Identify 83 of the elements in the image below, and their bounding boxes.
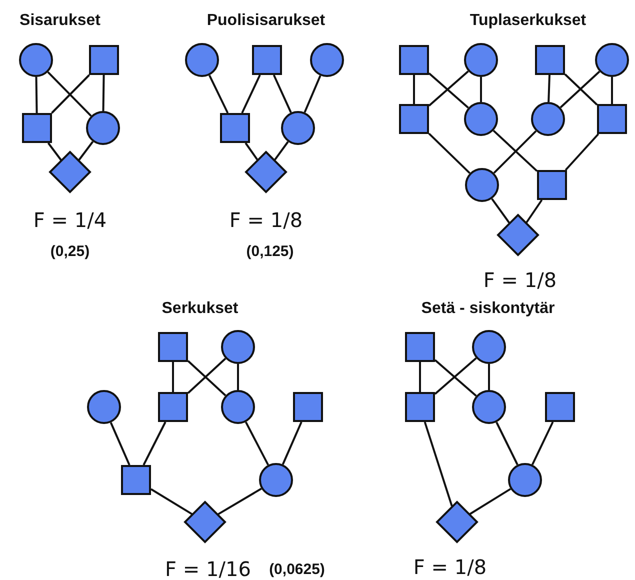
square-symbol bbox=[399, 104, 429, 134]
circle-symbol bbox=[310, 43, 344, 77]
pedigree-line bbox=[274, 141, 289, 160]
pedigree-line bbox=[526, 199, 543, 224]
pedigree-line bbox=[110, 422, 130, 466]
circle-symbol bbox=[281, 111, 315, 145]
square-symbol bbox=[293, 392, 323, 422]
diamond-symbol bbox=[497, 214, 539, 256]
pedigree-line bbox=[469, 488, 512, 515]
circle-symbol bbox=[464, 102, 498, 136]
pedigree-line bbox=[428, 132, 470, 174]
pedigree-line bbox=[237, 364, 239, 390]
pedigree-line bbox=[304, 75, 322, 113]
square-symbol bbox=[537, 170, 567, 200]
inbreeding-coefficient: F = 1/4 bbox=[33, 208, 107, 232]
decimal-value: (0,25) bbox=[50, 243, 90, 260]
panel-heading: Serkukset bbox=[162, 300, 238, 318]
circle-symbol bbox=[472, 330, 506, 364]
square-symbol bbox=[535, 45, 565, 75]
pedigree-line bbox=[496, 422, 518, 466]
circle-symbol bbox=[508, 463, 542, 497]
pedigree-line bbox=[102, 74, 105, 112]
circle-symbol bbox=[531, 102, 565, 136]
pedigree-line bbox=[531, 422, 554, 466]
pedigree-line bbox=[142, 422, 166, 466]
panel-heading: Puolisisarukset bbox=[206, 12, 326, 30]
circle-symbol bbox=[86, 111, 120, 145]
inbreeding-coefficient: F = 1/8 bbox=[483, 268, 557, 292]
pedigree-line bbox=[548, 74, 550, 102]
pedigree-line bbox=[78, 141, 94, 161]
circle-symbol bbox=[472, 390, 506, 424]
pedigree-line bbox=[244, 422, 270, 466]
circle-symbol bbox=[221, 330, 255, 364]
square-symbol bbox=[405, 332, 435, 362]
square-symbol bbox=[158, 392, 188, 422]
pedigree-line bbox=[35, 76, 38, 114]
square-symbol bbox=[597, 104, 627, 134]
pedigree-line bbox=[413, 75, 415, 104]
circle-symbol bbox=[464, 43, 498, 77]
circle-symbol bbox=[87, 390, 121, 424]
square-symbol bbox=[399, 45, 429, 75]
decimal-value: (0,0625) bbox=[269, 561, 325, 578]
square-symbol bbox=[121, 465, 151, 495]
panel-heading: Sisarukset bbox=[20, 12, 100, 30]
pedigree-line bbox=[488, 364, 490, 390]
pedigree-line bbox=[564, 133, 600, 171]
pedigree-line bbox=[491, 198, 510, 224]
circle-symbol bbox=[221, 390, 255, 424]
pedigree-line bbox=[47, 142, 62, 161]
circle-symbol bbox=[595, 43, 629, 77]
square-symbol bbox=[158, 332, 188, 362]
circle-symbol bbox=[19, 43, 53, 77]
pedigree-line bbox=[272, 74, 292, 113]
square-symbol bbox=[405, 392, 435, 422]
pedigree-line bbox=[282, 422, 302, 465]
diamond-symbol bbox=[245, 151, 287, 193]
square-symbol bbox=[252, 45, 282, 75]
pedigree-line bbox=[150, 488, 192, 515]
square-symbol bbox=[220, 113, 250, 143]
square-symbol bbox=[545, 392, 575, 422]
inbreeding-coefficient: F = 1/8 bbox=[229, 208, 303, 232]
decimal-value: (0,125) bbox=[246, 243, 294, 260]
pedigree-line bbox=[218, 488, 262, 516]
pedigree-line bbox=[241, 74, 261, 114]
pedigree-line bbox=[424, 422, 453, 506]
circle-symbol bbox=[465, 168, 499, 202]
diamond-symbol bbox=[49, 151, 91, 193]
circle-symbol bbox=[259, 463, 293, 497]
pedigree-line bbox=[208, 74, 229, 114]
square-symbol bbox=[89, 45, 119, 75]
diamond-symbol bbox=[436, 501, 478, 543]
square-symbol bbox=[22, 113, 52, 143]
inbreeding-coefficient: F = 1/16 bbox=[165, 557, 251, 580]
circle-symbol bbox=[185, 43, 219, 77]
inbreeding-coefficient: F = 1/8 bbox=[413, 555, 487, 579]
pedigree-line bbox=[480, 77, 482, 102]
diamond-symbol bbox=[184, 501, 226, 543]
pedigree-line bbox=[611, 77, 613, 104]
pedigree-line bbox=[244, 142, 258, 160]
panel-heading: Tuplaserkukset bbox=[470, 12, 586, 30]
pedigree-line bbox=[172, 362, 174, 392]
pedigree-line bbox=[419, 362, 421, 392]
panel-heading: Setä - siskontytär bbox=[421, 300, 555, 318]
